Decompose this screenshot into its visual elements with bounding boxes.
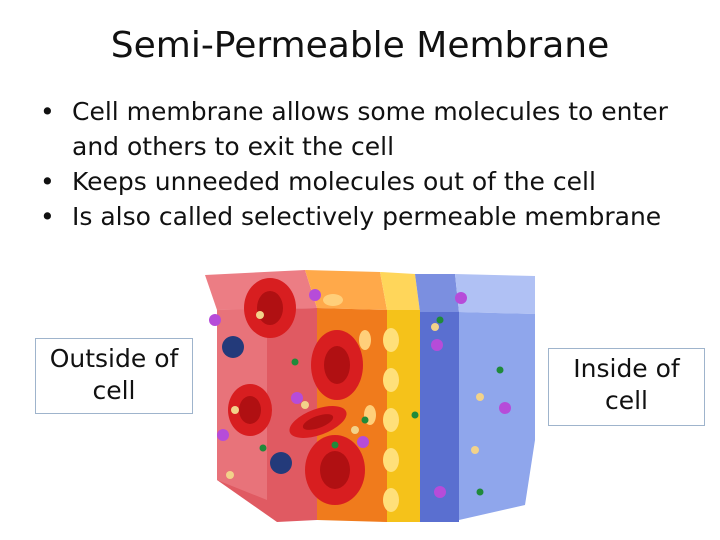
blue-layer-top <box>415 274 459 312</box>
inside-label-line: Inside of <box>573 354 680 383</box>
green-molecule <box>411 411 419 419</box>
membrane-bump <box>383 408 399 432</box>
purple-molecule <box>309 289 321 301</box>
yellow-molecule <box>256 311 264 319</box>
yellow-molecule <box>476 393 484 401</box>
purple-molecule <box>357 436 369 448</box>
green-molecule <box>291 358 299 366</box>
purple-molecule <box>291 392 303 404</box>
slide-title: Semi-Permeable Membrane <box>110 25 610 66</box>
green-molecule <box>259 444 267 452</box>
green-molecule <box>361 416 369 424</box>
purple-molecule <box>455 292 467 304</box>
bullet-text: Is also called selectively permeable mem… <box>72 202 662 231</box>
yellow-molecule <box>471 446 479 454</box>
purple-molecule <box>431 339 443 351</box>
green-molecule <box>476 488 484 496</box>
yellow-layer-top <box>380 272 420 312</box>
bullet-item: • Cell membrane allows some molecules to… <box>40 94 700 164</box>
membrane-bump <box>383 448 399 472</box>
bullet-item: • Keeps unneeded molecules out of the ce… <box>40 164 700 199</box>
yellow-molecule <box>301 401 309 409</box>
red-blood-cell-center <box>302 414 334 430</box>
inside-of-cell-label: Inside of cell <box>548 348 705 426</box>
cell-membrane-illustration <box>205 270 535 522</box>
outside-of-cell-label: Outside of cell <box>35 338 193 414</box>
membrane-bump <box>383 328 399 352</box>
orange-bump <box>359 330 371 350</box>
green-molecule <box>496 366 504 374</box>
membrane-bump <box>383 488 399 512</box>
yellow-molecule <box>431 323 439 331</box>
membrane-bump <box>383 368 399 392</box>
orange-bump <box>323 294 343 306</box>
navy-molecule <box>222 336 244 358</box>
bullet-list: • Cell membrane allows some molecules to… <box>40 94 700 234</box>
purple-molecule <box>209 314 221 326</box>
outside-label-line: cell <box>92 376 136 405</box>
bullet-dot: • <box>40 167 55 196</box>
red-blood-cell-center <box>320 451 350 489</box>
green-molecule <box>331 441 339 449</box>
bullet-text: Keeps unneeded molecules out of the cell <box>72 167 596 196</box>
yellow-molecule <box>231 406 239 414</box>
bullet-dot: • <box>40 202 55 231</box>
yellow-molecule <box>226 471 234 479</box>
inside-label-line: cell <box>604 386 649 415</box>
bullet-item: • Is also called selectively permeable m… <box>40 199 700 234</box>
purple-molecule <box>217 429 229 441</box>
red-blood-cell-center <box>239 396 261 424</box>
outside-label-line: Outside of <box>49 344 179 373</box>
red-blood-cell-center <box>324 346 350 384</box>
green-molecule <box>436 316 444 324</box>
navy-molecule <box>270 452 292 474</box>
light-blue-layer <box>459 312 535 520</box>
yellow-molecule <box>351 426 359 434</box>
light-blue-layer-top <box>455 274 535 314</box>
bullet-dot: • <box>40 97 55 126</box>
red-blood-cell-center <box>257 291 283 325</box>
bullet-text: Cell membrane allows some molecules to e… <box>72 97 668 161</box>
purple-molecule <box>434 486 446 498</box>
purple-molecule <box>499 402 511 414</box>
